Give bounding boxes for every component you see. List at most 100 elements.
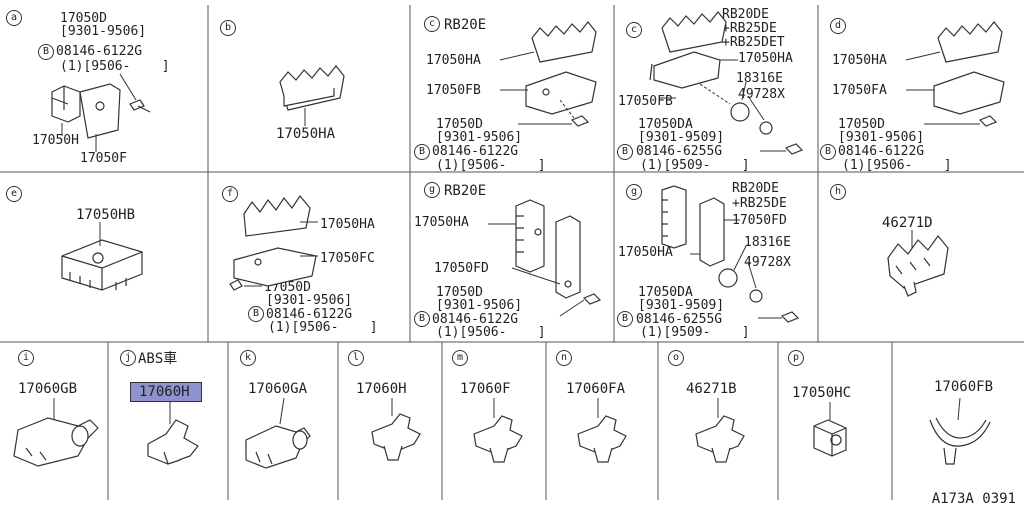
clip-drawing [13, 398, 99, 467]
clip-drawing [929, 397, 991, 465]
cell-circle: m [452, 350, 468, 366]
variant-label: RB20E [444, 17, 487, 33]
cell-circle: g [626, 184, 642, 200]
variant-label: ABS車 [138, 351, 178, 367]
part-label: 17050H [32, 133, 79, 148]
clip-drawing [577, 398, 627, 463]
part-label: 17060GA [248, 381, 308, 397]
cell-circle: a [6, 10, 22, 26]
qty-range: (1)[9506- ] [436, 158, 546, 173]
part-label: 17050HA [618, 245, 673, 260]
part-label: 17050D [436, 117, 483, 132]
clip-drawing [147, 402, 199, 465]
part-label: 17060GB [18, 381, 78, 397]
cell-circle: h [830, 184, 846, 200]
b-circle: B [617, 311, 633, 327]
part-label: 49728X [744, 255, 791, 270]
cell-circle: l [348, 350, 364, 366]
part-label: 17050HA [426, 53, 481, 68]
clip-drawing [245, 397, 311, 469]
b-circle: B [38, 44, 54, 60]
date-range: [9301-9506] [436, 130, 523, 145]
qty-range: (1)[9506- ] [268, 320, 378, 335]
cell-circle: c [424, 16, 440, 32]
part-label: 08146-6122G [432, 144, 519, 159]
clip-drawing [371, 398, 421, 461]
clip-drawing [473, 398, 523, 463]
variant-label: +RB25DE [732, 196, 787, 211]
clamp-drawing [279, 65, 345, 126]
part-label: 17050FD [434, 261, 489, 276]
cell-circle: e [6, 186, 22, 202]
qty-range: (1)[9506- ] [842, 158, 952, 173]
part-label: 17060H [356, 381, 407, 397]
clip-drawing [813, 402, 847, 457]
part-label: 17050HA [738, 51, 793, 66]
b-circle: B [414, 311, 430, 327]
cell-circle: i [18, 350, 34, 366]
cell-circle: p [788, 350, 804, 366]
part-label: 17050FB [426, 83, 481, 98]
part-label: 17050D [838, 117, 885, 132]
part-label: 17050D [60, 11, 107, 26]
clamp-drawing [887, 230, 949, 297]
part-label: 17050HA [276, 126, 336, 142]
date-range: [9301-9506] [266, 293, 353, 308]
cell-circle: o [668, 350, 684, 366]
part-label: 08146-6122G [432, 312, 519, 327]
clip-drawing [695, 398, 745, 463]
variant-label: +RB25DE [722, 21, 777, 36]
cell-circle: b [220, 20, 236, 36]
cell-circle: j [120, 350, 136, 366]
highlighted-part-label[interactable]: 17060H [130, 382, 202, 402]
part-label: 08146-6255G [636, 144, 723, 159]
part-label: 08146-6122G [266, 307, 353, 322]
part-label: 08146-6122G [56, 44, 143, 59]
part-label: 17060FA [566, 381, 626, 397]
qty-range: (1)[9509- ] [640, 158, 750, 173]
clamp-drawing [61, 222, 143, 291]
qty-range: (1)[9506- ] [60, 59, 170, 74]
clamp-bracket-drawing [229, 194, 318, 291]
date-range: [9301-9506] [60, 24, 147, 39]
part-label: 17050HB [76, 207, 136, 223]
cell-circle: k [240, 350, 256, 366]
part-label: 18316E [744, 235, 791, 250]
clip-drawing [51, 73, 151, 152]
clamp-bracket-drawing [488, 199, 602, 317]
part-label: 17050D [436, 285, 483, 300]
part-label: 17050FB [618, 94, 673, 109]
b-circle: B [820, 144, 836, 160]
variant-label: RB20DE [722, 7, 769, 22]
date-range: [9301-9506] [436, 298, 523, 313]
part-label: 17050HA [320, 217, 375, 232]
date-range: [9301-9509] [638, 130, 725, 145]
part-label: 17050HC [792, 385, 852, 401]
clamp-bracket-drawing [661, 185, 800, 323]
clamp-bracket-drawing [649, 11, 804, 155]
diagram-code: A173A 0391 [931, 491, 1016, 507]
date-range: [9301-9506] [838, 130, 925, 145]
part-label: 17050FC [320, 251, 375, 266]
cell-circle: c [626, 22, 642, 38]
part-label: 17050FD [732, 213, 787, 228]
part-label: 17060FB [934, 379, 994, 395]
part-label: 08146-6122G [838, 144, 925, 159]
part-label: 17050DA [638, 285, 693, 300]
cell-circle: g [424, 182, 440, 198]
part-label: 46271D [882, 215, 933, 231]
part-label: 17050HA [832, 53, 887, 68]
qty-range: (1)[9506- ] [436, 325, 546, 340]
cell-circle: f [222, 186, 238, 202]
part-label: 08146-6255G [636, 312, 723, 327]
cell-circle: d [830, 18, 846, 34]
clamp-bracket-drawing [905, 21, 1005, 127]
b-circle: B [414, 144, 430, 160]
part-label: 17050DA [638, 117, 693, 132]
part-label: 46271B [686, 381, 737, 397]
part-label: 17060F [460, 381, 511, 397]
part-label: 17050HA [414, 215, 469, 230]
qty-range: (1)[9509- ] [640, 325, 750, 340]
